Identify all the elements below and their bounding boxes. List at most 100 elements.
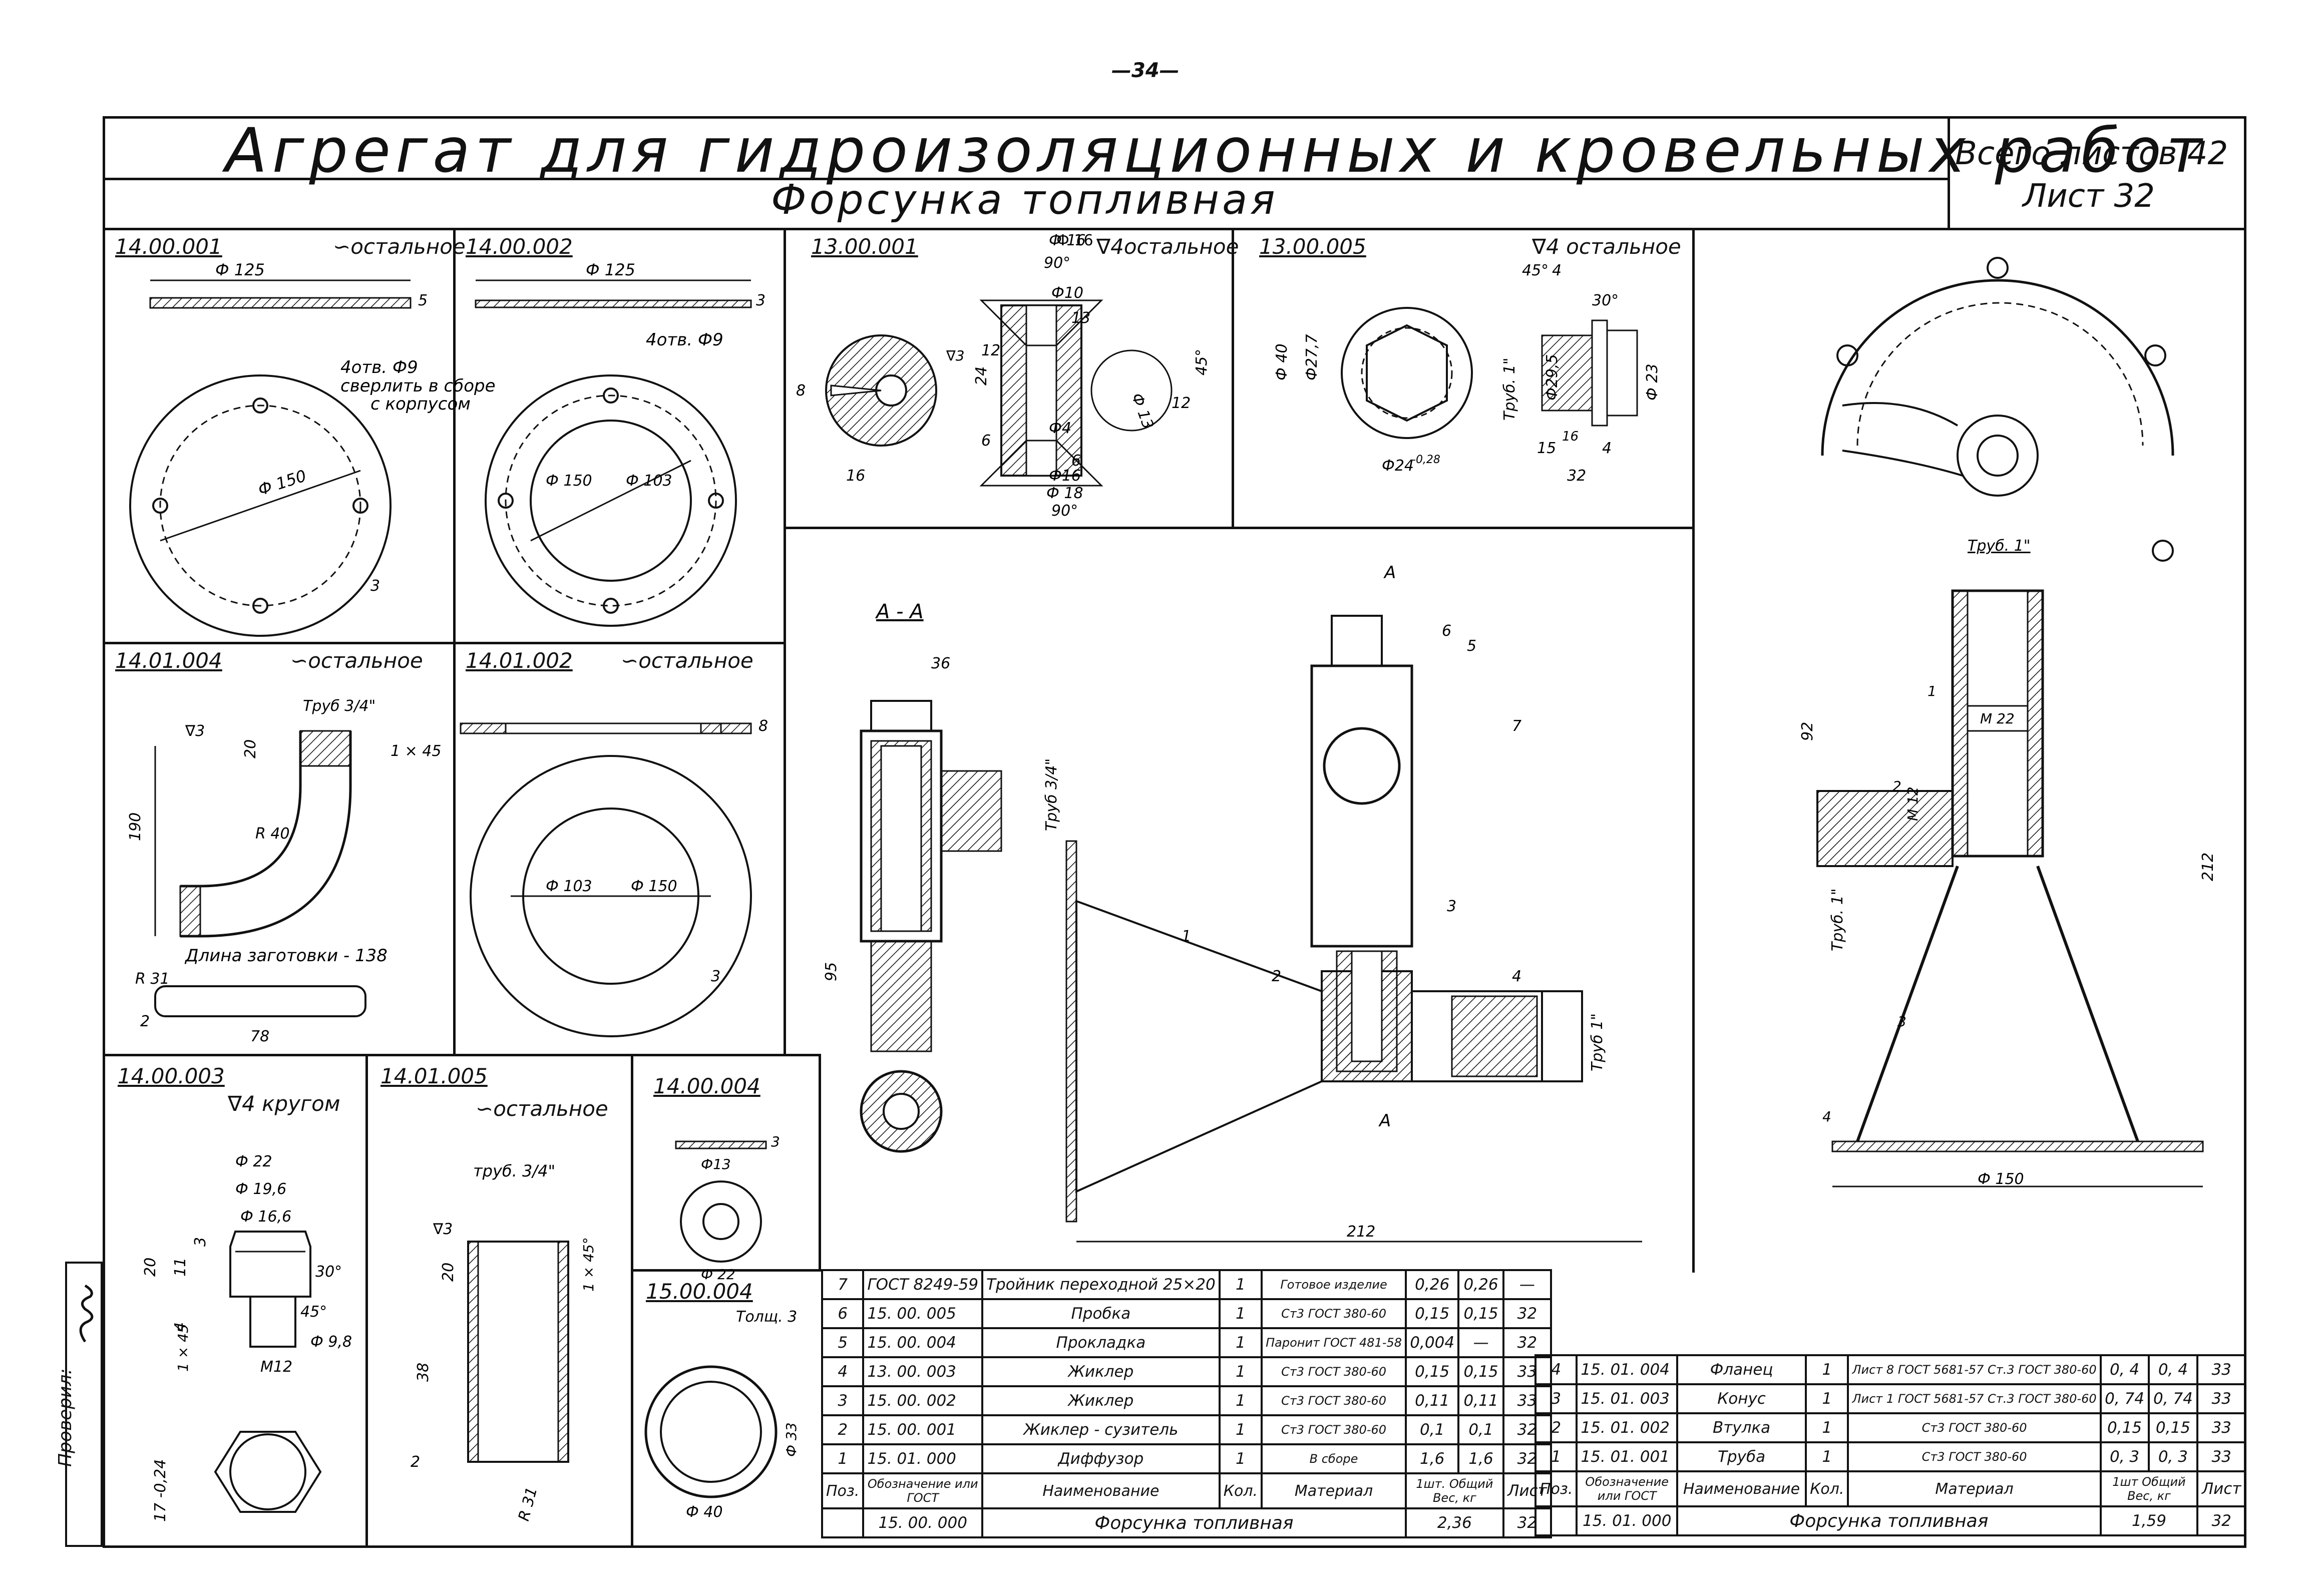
- callout-3: 3: [1447, 898, 1456, 915]
- dim-a90b: 90°: [1051, 502, 1078, 520]
- dim-n3: 3: [192, 1237, 209, 1247]
- dim-d29: Ф29,5: [1544, 354, 1561, 401]
- spec-left-cell: 1: [1218, 1414, 1263, 1445]
- dim-d16b: Ф16: [1049, 467, 1081, 485]
- checked-by-signature: [79, 1284, 94, 1343]
- dim-n2: 2: [140, 1013, 150, 1030]
- detail-14-00-003-finish: ∇4 кругом: [228, 1091, 340, 1116]
- spec-right-header-wt: Общий: [2142, 1475, 2186, 1489]
- spec-left-cell: 5: [821, 1327, 865, 1358]
- spec-left-header-wunit: Вес, кг: [1432, 1491, 1476, 1505]
- dim-s3: ∇3: [946, 347, 965, 364]
- dim-r40: R 40: [255, 825, 290, 843]
- dim-d13: 13: [1071, 309, 1090, 327]
- dim-n190: 190: [127, 813, 144, 841]
- spec-right-footer-code: 15. 01. 000: [1576, 1505, 1678, 1536]
- dim-d4: Ф4: [1049, 420, 1071, 437]
- dim-n92: 92: [1799, 722, 1816, 741]
- dim-d6: 6: [1071, 452, 1081, 470]
- spec-left-cell: Ст3 ГОСТ 380-60: [1261, 1298, 1407, 1329]
- note-blank: Длина заготовки - 138: [184, 946, 388, 966]
- dim-trub1: Труб 1": [1589, 1013, 1606, 1071]
- dim-d19: Ф 19,6: [235, 1180, 286, 1198]
- assembly-section-b: Труб. 1" M 22 M 12 92 Труб. 1" 212 Ф 150…: [1799, 537, 2217, 1188]
- dim-thickness: 5: [418, 292, 428, 309]
- dim-h12b: 12: [1172, 394, 1191, 412]
- dim-h12: 12: [981, 342, 1000, 359]
- spec-left-cell: 1: [821, 1443, 865, 1474]
- detail-13-00-005-drawing: Ф 40 Ф27,7 Ф24 -0,28 45° 4 30° Труб. 1" …: [1273, 262, 1661, 485]
- spec-left-cell: Ст3 ГОСТ 380-60: [1261, 1385, 1407, 1416]
- detail-13-00-001-code: 13.00.001: [811, 234, 918, 259]
- spec-left-cell: Жиклер: [981, 1385, 1221, 1416]
- callout-2: 2: [1272, 968, 1281, 985]
- spec-right-cell: Лист 1 ГОСТ 5681-57 Ст.3 ГОСТ 380-60: [1847, 1383, 2102, 1414]
- grid-v8: [819, 1054, 821, 1269]
- grid-v7: [631, 1054, 633, 1547]
- section-label: А - А: [875, 600, 924, 623]
- dim-n4b: 4: [1602, 440, 1612, 457]
- spec-right-cell: Фланец: [1676, 1354, 1807, 1385]
- dim-m12: M 12: [1904, 786, 1921, 821]
- detail-14-01-005-drawing: труб. 3/4" ∇3 20 38 1 × 45° 2 R 31: [411, 1161, 597, 1523]
- dim-a45: 45°: [1193, 349, 1211, 375]
- checked-by-box: [65, 1262, 103, 1547]
- dim-d10: Ф10: [1051, 284, 1083, 302]
- flange-top-view: [1821, 257, 2174, 562]
- checked-by-label: Проверил:: [55, 1368, 76, 1467]
- dim-n16: 16: [1562, 429, 1579, 444]
- spec-left-cell: Готовое изделие: [1261, 1269, 1407, 1300]
- dim-d150: Ф 150: [1978, 1170, 2024, 1188]
- spec-left-cell: 2: [821, 1414, 865, 1445]
- detail-14-00-001-code: 14.00.001: [115, 234, 222, 259]
- spec-left-header-code: Обозначение или ГОСТ: [862, 1472, 984, 1509]
- detail-14-01-002-code: 14.01.002: [466, 648, 573, 673]
- spec-left-header-w1: 1шт.: [1416, 1477, 1449, 1491]
- spec-left-footer-name: Форсунка топливная: [981, 1507, 1407, 1538]
- dim-roughness: 3: [711, 968, 720, 985]
- spec-left-cell: 7: [821, 1269, 865, 1300]
- dim-d16: Ф 16,6: [240, 1208, 291, 1226]
- note-holes: 4отв. Ф9: [340, 357, 418, 377]
- spec-right-header-pos: Поз.: [1534, 1470, 1578, 1507]
- spec-left-cell: Жиклер - сузитель: [981, 1414, 1221, 1445]
- spec-left-cell: 4: [821, 1356, 865, 1387]
- dim-n4: 4: [172, 1322, 189, 1332]
- spec-right-cell: Конус: [1676, 1383, 1807, 1414]
- spec-left-cell: Пробка: [981, 1298, 1221, 1329]
- spec-left-cell: 0,1: [1404, 1414, 1460, 1445]
- dim-a45: 45°: [1522, 262, 1549, 279]
- dim-ch: 1 × 45°: [580, 1237, 597, 1292]
- section-mark-top: А: [1383, 563, 1396, 583]
- spec-right-header-wunit: Вес, кг: [2127, 1489, 2171, 1503]
- dim-d24: Ф24: [1382, 457, 1414, 475]
- spec-left-cell: 0,15: [1457, 1356, 1504, 1387]
- spec-left-cell: Тройник переходной 25×20: [981, 1269, 1221, 1300]
- spec-right-cell: 0, 4: [2099, 1354, 2150, 1385]
- sheet-number: Лист 32: [2023, 178, 2155, 215]
- dim-d103: Ф 103: [626, 472, 672, 490]
- detail-14-01-004-drawing: Труб 3/4" ∇3 20 1 × 45 190 R 40 Длина за…: [127, 697, 441, 1045]
- spec-left-cell: 32: [1502, 1298, 1553, 1329]
- spec-right-header-name: Наименование: [1676, 1470, 1807, 1507]
- spec-left-footer-weight: 2,36: [1404, 1507, 1504, 1538]
- spec-left-header-qty: Кол.: [1218, 1472, 1263, 1509]
- detail-14-00-001-finish: ∽остальное: [333, 234, 466, 259]
- dim-d16: Ф 16: [1056, 232, 1093, 249]
- dim-n38: 38: [415, 1363, 432, 1382]
- grid-h4: [631, 1269, 821, 1272]
- note-drill-2: с корпусом: [370, 394, 471, 414]
- dim-d150: Ф 150: [256, 466, 309, 500]
- detail-14-00-002-code: 14.00.002: [466, 234, 573, 259]
- spec-right-header-code: Обозначение или ГОСТ: [1576, 1470, 1678, 1507]
- spec-left-cell: Ст3 ГОСТ 380-60: [1261, 1414, 1407, 1445]
- spec-right-cell: 33: [2196, 1383, 2246, 1414]
- spec-left-cell: Диффузор: [981, 1443, 1221, 1474]
